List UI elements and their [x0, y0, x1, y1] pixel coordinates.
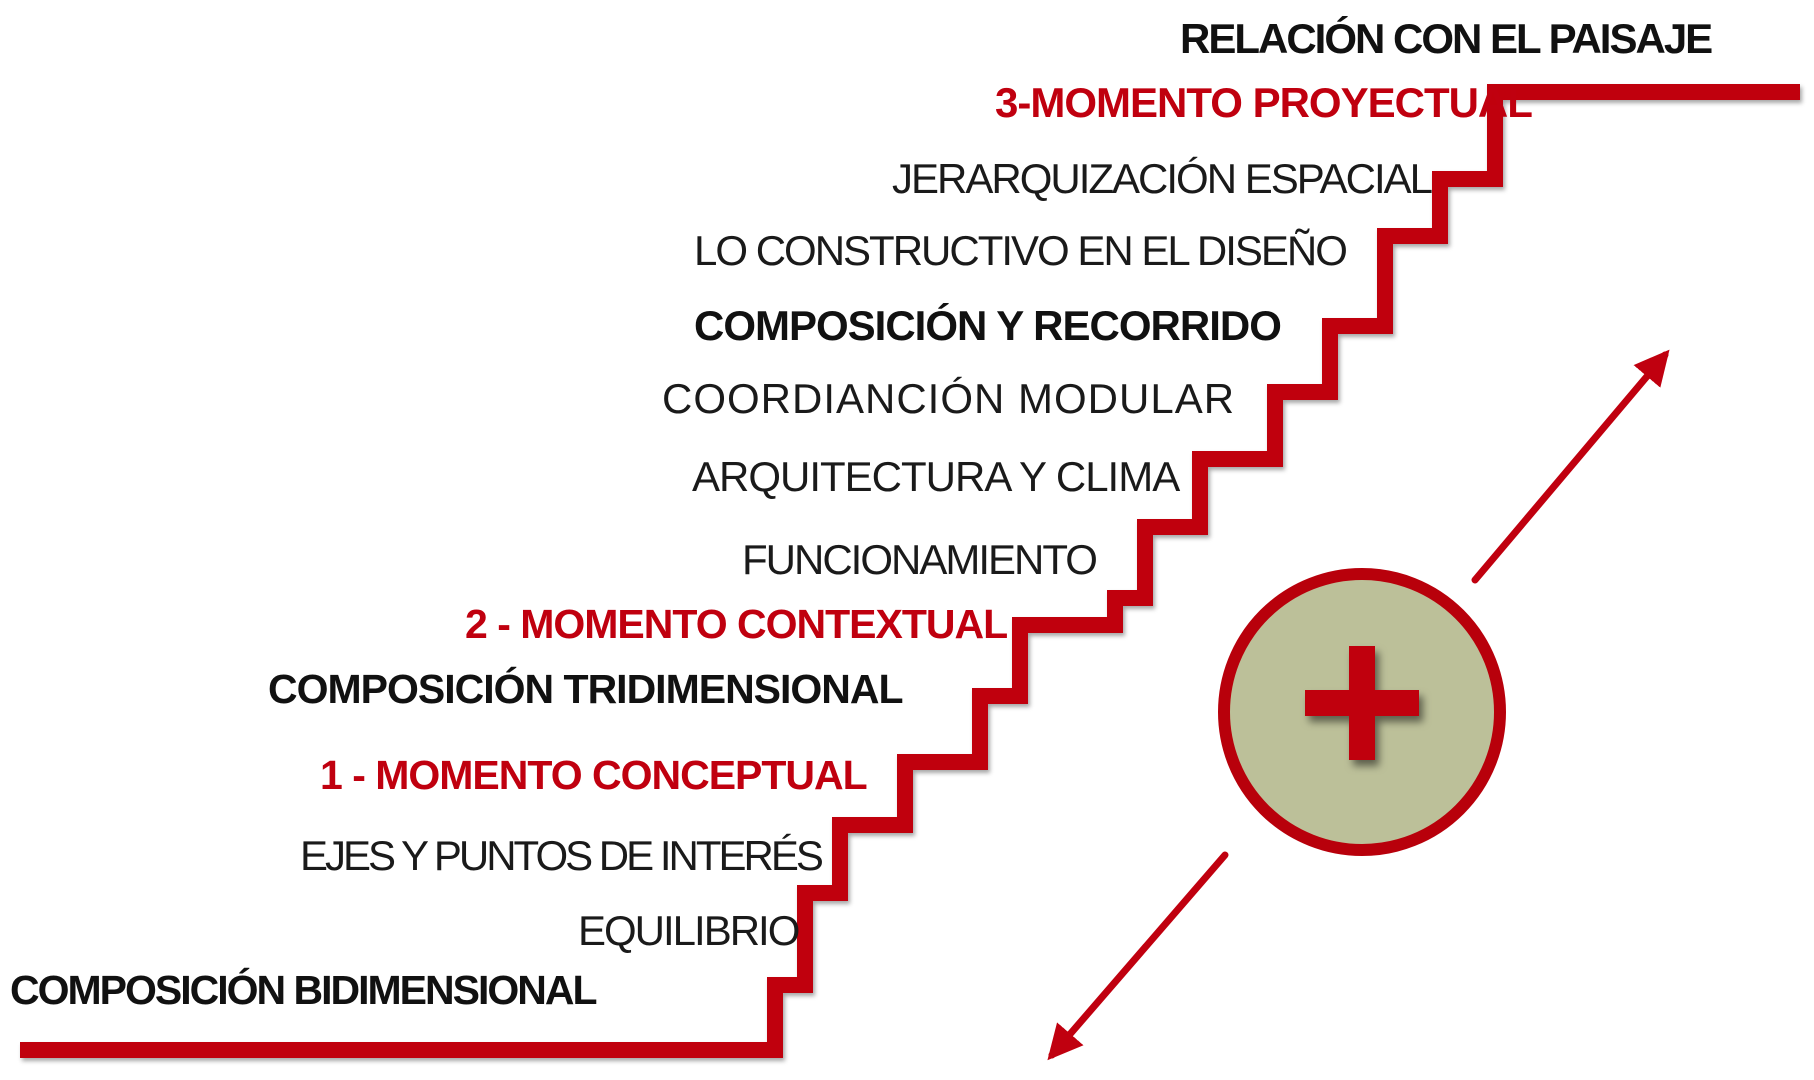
plus-icon [1305, 646, 1419, 760]
label-jerarquizacion: JERARQUIZACIÓN ESPACIAL [892, 155, 1433, 202]
label-arquitectura-clima: ARQUITECTURA Y CLIMA [692, 453, 1180, 500]
label-composicion-tridimensional: COMPOSICIÓN TRIDIMENSIONAL [268, 666, 904, 712]
label-coordinacion-modular: COORDIANCIÓN MODULAR [662, 375, 1236, 422]
label-equilibrio: EQUILIBRIO [578, 907, 800, 954]
label-momento-conceptual: 1 - MOMENTO CONCEPTUAL [320, 752, 868, 798]
label-momento-proyectual: 3-MOMENTO PROYECTUAL [995, 79, 1533, 126]
label-funcionamiento: FUNCIONAMIENTO [742, 536, 1098, 583]
label-ejes-puntos: EJES Y PUNTOS DE INTERÉS [300, 832, 824, 879]
label-momento-contextual: 2 - MOMENTO CONTEXTUAL [465, 601, 1008, 647]
arrow-up-right-icon [1471, 349, 1670, 584]
arrow-down-left-icon [1047, 851, 1229, 1061]
label-composicion-recorrido: COMPOSICIÓN Y RECORRIDO [694, 302, 1282, 349]
staircase-line [20, 84, 1800, 1058]
label-lo-constructivo: LO CONSTRUCTIVO EN EL DISEÑO [694, 227, 1348, 274]
label-relacion-paisaje: RELACIÓN CON EL PAISAJE [1180, 15, 1713, 62]
plus-circle [1218, 568, 1506, 856]
label-composicion-bidimensional: COMPOSICIÓN BIDIMENSIONAL [10, 967, 598, 1013]
